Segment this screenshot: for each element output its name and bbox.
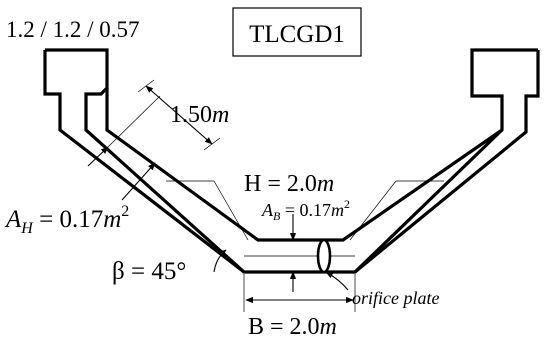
ah-arrow-inner (121, 162, 156, 201)
orifice-plate-shape (316, 238, 332, 274)
ah-arrow-outer (87, 146, 109, 167)
ratio-text: 1.2 / 1.2 / 0.57 (6, 17, 140, 42)
length-label: 1.50m (170, 102, 229, 128)
right-leg-mid-line (349, 180, 397, 241)
beta-label: β = 45° (112, 258, 186, 285)
beta-angle-arc (213, 249, 227, 273)
orifice-arrow (325, 271, 349, 291)
ah-label: AH = 0.17m2 (4, 203, 129, 237)
right-reservoir-inner (353, 50, 540, 274)
title-text: TLCGD1 (249, 21, 345, 48)
title-box (232, 7, 362, 57)
length-dimension-line (145, 85, 213, 145)
orifice-label: orifice plate (352, 288, 439, 308)
left-reservoir-outer (43, 50, 245, 274)
ab-label: AB = 0.17m2 (261, 197, 350, 223)
tube-inner-wall (105, 88, 503, 242)
height-label-text: H = 2.0m (244, 171, 334, 197)
left-leg-mid-line (213, 180, 249, 241)
width-label: B = 2.0m (248, 314, 337, 340)
ah-ext-line (107, 95, 161, 148)
